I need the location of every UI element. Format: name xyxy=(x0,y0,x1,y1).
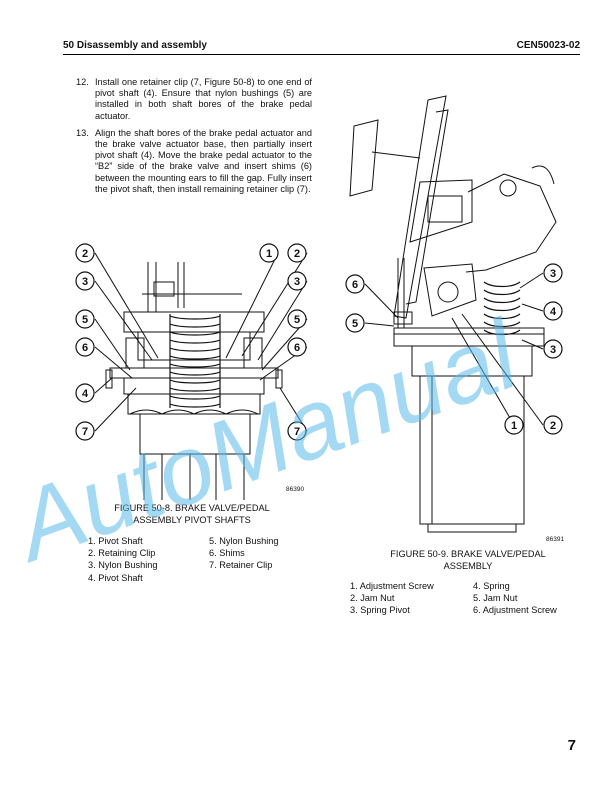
caption-line: FIGURE 50-9. BRAKE VALVE/PEDAL xyxy=(390,549,546,559)
legend-item: 4. Pivot Shaft xyxy=(88,572,143,583)
callout-2: 2 xyxy=(550,420,556,432)
page-header-doc-id: CEN50023-02 xyxy=(516,40,580,51)
callout-3: 3 xyxy=(294,276,300,288)
legend-item: 4. Spring xyxy=(473,581,510,591)
legend-item: 3. Nylon Bushing xyxy=(88,560,158,571)
figure-50-9-caption: FIGURE 50-9. BRAKE VALVE/PEDAL ASSEMBLY xyxy=(350,549,586,572)
callout-1: 1 xyxy=(266,248,272,260)
step-text: Align the shaft bores of the brake pedal… xyxy=(95,127,312,194)
step-13: 13. Align the shaft bores of the brake p… xyxy=(76,128,312,195)
figure-50-8-drawing: 2 3 5 6 4 7 1 2 3 5 6 7 86390 xyxy=(75,243,308,500)
procedure-steps: 12. Install one retainer clip (7, Figure… xyxy=(76,77,312,201)
figure-50-8-caption: FIGURE 50-8. BRAKE VALVE/PEDAL ASSEMBLY … xyxy=(66,503,318,526)
figure-50-8-legend: 1. Pivot Shaft 2. Retaining Clip 3. Nylo… xyxy=(88,535,318,585)
legend-column-right: 5. Nylon Bushing 6. Shims 7. Retainer Cl… xyxy=(209,535,278,572)
callout-6: 6 xyxy=(294,342,300,354)
callout-4: 4 xyxy=(550,306,557,318)
callout-1: 1 xyxy=(511,420,517,432)
callout-6: 6 xyxy=(82,342,88,354)
callout-5: 5 xyxy=(352,318,358,330)
legend-item: 3. Spring Pivot xyxy=(350,605,410,616)
legend-column-right: 4. Spring 5. Jam Nut 6. Adjustment Screw xyxy=(473,580,557,617)
callout-2: 2 xyxy=(82,248,88,260)
legend-item: 1. Pivot Shaft xyxy=(88,536,143,546)
legend-item: 7. Retainer Clip xyxy=(209,560,273,571)
callout-5: 5 xyxy=(294,314,300,326)
step-text: Install one retainer clip (7, Figure 50-… xyxy=(95,77,312,121)
legend-item: 5. Jam Nut xyxy=(473,593,518,604)
header-rule xyxy=(63,54,580,55)
legend-column-left: 1. Pivot Shaft 2. Retaining Clip 3. Nylo… xyxy=(88,535,157,584)
callout-7: 7 xyxy=(82,426,88,438)
callout-2: 2 xyxy=(294,248,300,260)
callout-3: 3 xyxy=(550,344,556,356)
legend-item: 2. Jam Nut xyxy=(350,593,395,604)
legend-item: 6. Adjustment Screw xyxy=(473,605,557,616)
figure-50-9-drawing: 6 5 3 4 3 1 2 86391 xyxy=(345,95,564,543)
callout-3: 3 xyxy=(82,276,88,288)
callout-3: 3 xyxy=(550,268,556,280)
caption-line: ASSEMBLY xyxy=(443,560,493,571)
step-12: 12. Install one retainer clip (7, Figure… xyxy=(76,77,312,122)
callout-6: 6 xyxy=(352,279,358,291)
page-number: 7 xyxy=(567,737,576,754)
page-header-section: 50 Disassembly and assembly xyxy=(63,40,207,51)
legend-item: 2. Retaining Clip xyxy=(88,548,156,559)
legend-item: 5. Nylon Bushing xyxy=(209,536,279,546)
callout-7: 7 xyxy=(294,426,300,438)
caption-line: ASSEMBLY PIVOT SHAFTS xyxy=(133,514,251,525)
figure-50-9-legend: 1. Adjustment Screw 2. Jam Nut 3. Spring… xyxy=(350,580,590,620)
caption-line: FIGURE 50-8. BRAKE VALVE/PEDAL xyxy=(114,503,270,513)
legend-column-left: 1. Adjustment Screw 2. Jam Nut 3. Spring… xyxy=(350,580,434,617)
legend-item: 6. Shims xyxy=(209,548,245,559)
callout-4: 4 xyxy=(82,388,89,400)
figure-code: 86390 xyxy=(286,486,304,493)
legend-item: 1. Adjustment Screw xyxy=(350,581,434,591)
figure-code: 86391 xyxy=(546,536,564,543)
step-number: 13. xyxy=(76,127,89,138)
step-number: 12. xyxy=(76,77,89,87)
callout-5: 5 xyxy=(82,314,88,326)
